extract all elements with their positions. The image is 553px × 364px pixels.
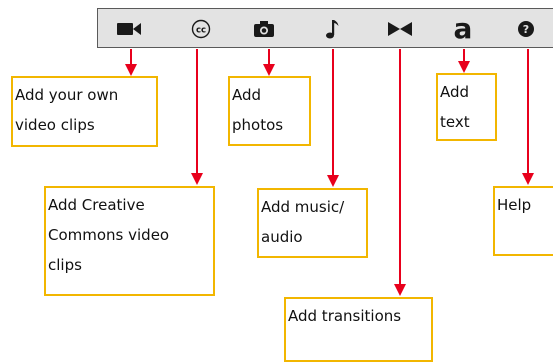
callout-add-cc-clips: Add Creative Commons video clips — [44, 186, 215, 296]
text-a-icon: a — [453, 12, 473, 45]
callout-add-text: Add text — [436, 73, 497, 141]
add-creative-commons-button[interactable]: cc — [181, 9, 221, 49]
video-camera-icon — [117, 23, 141, 35]
help-circle-icon: ? — [518, 21, 534, 37]
arrow-cc-head — [191, 173, 203, 185]
add-video-button[interactable] — [109, 9, 149, 49]
editor-toolbar: cc a ? — [97, 8, 553, 48]
callout-add-photos: Add photos — [228, 76, 311, 146]
arrow-music-head — [327, 175, 339, 187]
callout-add-video: Add your own video clips — [11, 76, 158, 147]
arrow-text-head — [458, 61, 470, 73]
add-music-button[interactable] — [312, 9, 352, 49]
add-text-button[interactable]: a — [443, 9, 483, 49]
callout-add-transitions: Add transitions — [284, 297, 433, 362]
arrow-photos-head — [263, 64, 275, 76]
arrow-video-head — [125, 64, 137, 76]
help-glyph: ? — [522, 22, 530, 36]
help-button[interactable]: ? — [506, 9, 546, 49]
callout-add-music: Add music/ audio — [257, 188, 368, 258]
bowtie-transition-icon — [388, 22, 412, 36]
add-transition-button[interactable] — [380, 9, 420, 49]
music-note-icon — [326, 20, 339, 39]
callout-help: Help — [493, 186, 553, 256]
svg-text:cc: cc — [196, 25, 206, 35]
creative-commons-icon: cc — [191, 19, 211, 39]
arrow-help-head — [522, 173, 534, 185]
add-photos-button[interactable] — [244, 9, 284, 49]
camera-icon — [254, 21, 274, 37]
arrow-transitions-head — [394, 284, 406, 296]
